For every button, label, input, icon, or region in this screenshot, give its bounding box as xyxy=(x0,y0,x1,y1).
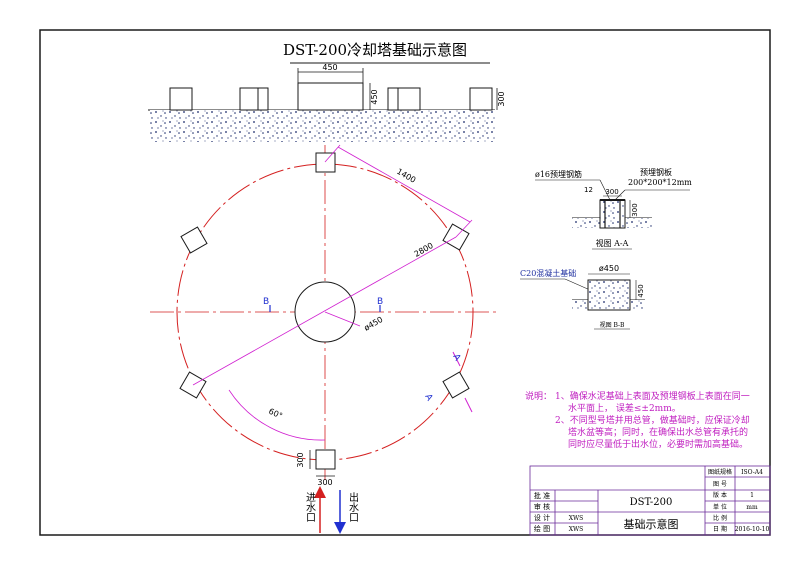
tb-row-design-value: XWS xyxy=(569,515,584,522)
section-b-left: B xyxy=(263,297,269,307)
section-a-bottom: A xyxy=(422,393,434,404)
tb-drawing-name: 基础示意图 xyxy=(624,517,679,531)
angle-60: 60° xyxy=(267,407,284,421)
tb-size-label: 图纸规格 xyxy=(708,468,732,476)
plate-label: 预埋钢板 xyxy=(640,167,672,177)
pad-upper-left xyxy=(180,226,208,254)
tb-row-design-label: 设 计 xyxy=(534,513,550,522)
outer-frame xyxy=(39,29,771,536)
notes-block: 说明： 1、确保水泥基础上表面及预埋钢板上表面在同一 水平面上， 误差≤±2mm… xyxy=(525,390,750,450)
tb-unit-value: mm xyxy=(746,504,758,511)
section-b-450: 450 xyxy=(637,284,645,297)
section-b-right: B xyxy=(377,297,383,307)
elev-height-dim2: 300 xyxy=(497,91,506,106)
ground-hatch xyxy=(150,110,495,142)
drawing-title: DST-200冷却塔基础示意图 xyxy=(283,41,467,59)
section-a-view: ø16预埋钢筋 预埋钢板 200*200*12mm 12 300 300 视图 … xyxy=(535,167,692,250)
section-a-caption: 视图 A-A xyxy=(596,238,629,248)
dim-phi450: ø450 xyxy=(363,315,385,333)
tb-row-review-label: 审 核 xyxy=(534,502,550,511)
notes-heading: 说明： xyxy=(525,390,552,402)
tb-model: DST-200 xyxy=(630,497,673,508)
elev-height-dim: 450 xyxy=(370,89,379,104)
section-b-caption: 视图 B-B xyxy=(600,321,625,329)
dim-300-bottom: 300 xyxy=(317,478,332,487)
tb-row-draw-label: 绘 图 xyxy=(534,524,550,533)
tb-version-value: 1 xyxy=(750,492,754,499)
note-line-3: 2、不同型号塔并用总管，做基础时，应保证冷却 xyxy=(555,414,750,426)
section-b-phi450: ø450 xyxy=(599,264,619,273)
pad-lower-right xyxy=(442,371,470,399)
pad-top xyxy=(315,152,336,173)
plate-size-label: 200*200*12mm xyxy=(628,178,692,187)
note-line-1: 1、确保水泥基础上表面及预埋钢板上表面在同一 xyxy=(555,390,750,402)
pad-bottom xyxy=(315,449,336,470)
title-block xyxy=(529,465,771,536)
dim-300-height: 300 xyxy=(631,203,639,216)
section-b-view: C20混凝土基础 ø450 450 视图 B-B xyxy=(520,264,645,330)
inlet-label: 进水口 xyxy=(304,492,316,522)
elevation-view: 450 450 300 xyxy=(148,63,506,142)
tb-version-label: 版 本 xyxy=(713,491,727,499)
note-line-5: 同时应尽量低于出水位，必要时需加高基础。 xyxy=(568,438,748,450)
outlet-label: 出水口 xyxy=(347,491,359,522)
section-a-top: A xyxy=(450,353,462,364)
tb-row-draw-value: XWS xyxy=(569,526,584,533)
tb-date-value: 2016-10-10 xyxy=(735,526,770,533)
dim-300-side: 300 xyxy=(296,452,305,467)
note-line-4: 塔水盆等高；同时，在确保出水总管有承托的 xyxy=(568,426,748,438)
dim-2800: 2800 xyxy=(413,241,435,259)
tb-unit-label: 单 位 xyxy=(713,503,727,511)
rebar-label: ø16预埋钢筋 xyxy=(535,169,582,179)
dim-1400: 1400 xyxy=(395,167,417,185)
dim-300-width: 300 xyxy=(605,188,618,196)
elev-width-dim: 450 xyxy=(322,63,337,72)
plan-view: 1400 2800 ø450 60° 300 300 B B A A 进水口 出… xyxy=(150,144,500,534)
dim-12: 12 xyxy=(584,186,593,194)
concrete-label: C20混凝土基础 xyxy=(520,268,576,278)
tb-row-approve-label: 批 准 xyxy=(534,491,550,500)
tb-scale-label: 比 例 xyxy=(713,514,727,522)
tb-size-value: ISO-A4 xyxy=(741,469,763,476)
tb-number-label: 图 号 xyxy=(713,481,727,488)
note-line-2: 水平面上， 误差≤±2mm。 xyxy=(568,402,681,414)
tb-date-label: 日 期 xyxy=(713,525,727,533)
